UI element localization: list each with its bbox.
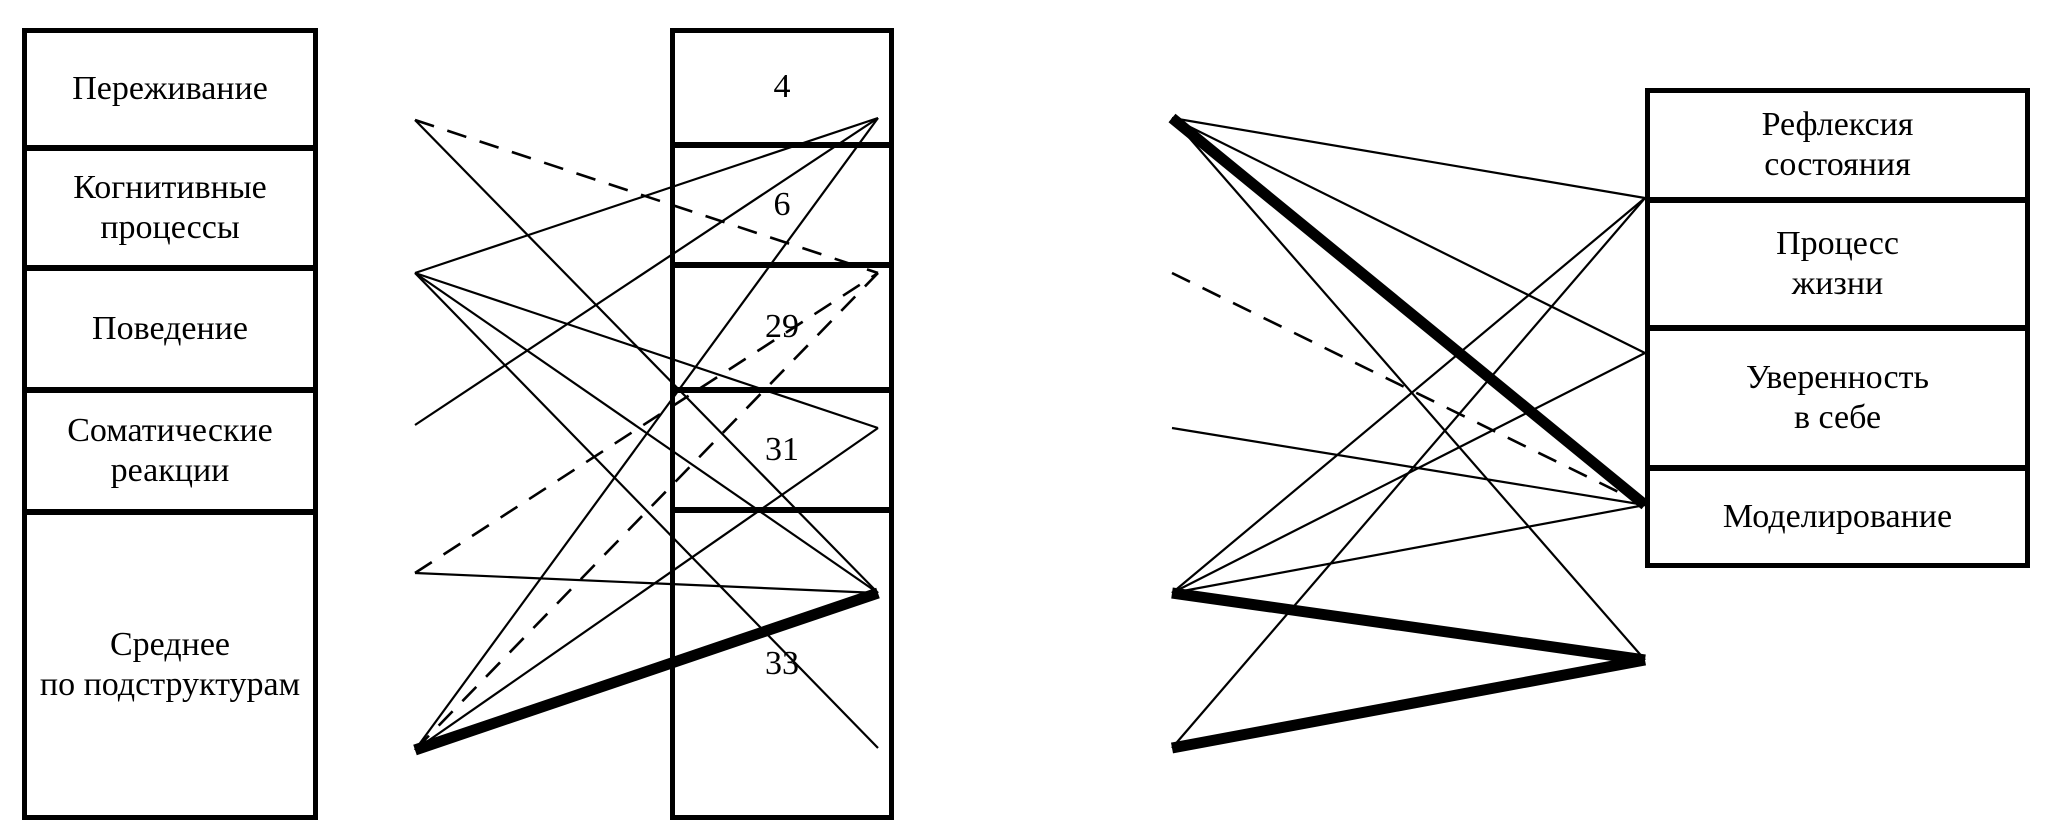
edge-31-uverennost	[1171, 503, 1646, 595]
node-refleksiya[interactable]: Рефлексия состояния	[1645, 88, 2030, 200]
node-somaticheskie[interactable]: Соматические реакции	[22, 390, 318, 512]
edge-4-process	[1171, 117, 1646, 354]
node-label: 6	[773, 185, 791, 223]
node-label: Когнитивные процессы	[73, 168, 267, 246]
node-uverennost[interactable]: Уверенность в себе	[1645, 328, 2030, 468]
edge-33-modelirovanie	[1170, 654, 1647, 754]
node-label: Уверенность в себе	[1746, 358, 1929, 436]
node-value-6[interactable]: 6	[670, 145, 894, 265]
node-label: Рефлексия состояния	[1761, 105, 1914, 183]
edge-4-refleksiya	[1171, 116, 1646, 200]
node-modelirovanie[interactable]: Моделирование	[1645, 468, 2030, 568]
node-label: Моделирование	[1722, 497, 1953, 535]
node-label: Среднее по подструктурам	[39, 625, 301, 703]
node-value-4[interactable]: 4	[670, 28, 894, 145]
edge-31-modelirovanie	[1171, 587, 1646, 666]
edge-33-refleksiya	[1171, 197, 1646, 749]
node-label: 33	[765, 644, 799, 682]
node-value-33[interactable]: 33	[670, 510, 894, 820]
node-process-zhizni[interactable]: Процесс жизни	[1645, 200, 2030, 328]
node-label: 29	[765, 308, 799, 346]
node-label: Процесс жизни	[1776, 224, 1899, 302]
node-povedenie[interactable]: Поведение	[22, 268, 318, 390]
node-label: 4	[773, 68, 791, 106]
edge-31-process	[1171, 352, 1646, 594]
node-kognitivnye[interactable]: Когнитивные процессы	[22, 148, 318, 268]
node-value-29[interactable]: 29	[670, 265, 894, 390]
node-label: Переживание	[72, 69, 268, 107]
node-value-31[interactable]: 31	[670, 390, 894, 510]
edge-29-uverennost	[1171, 426, 1646, 507]
edge-4-modelirovanie	[1171, 117, 1646, 661]
node-label: Поведение	[92, 309, 248, 347]
node-label: Соматические реакции	[67, 411, 273, 489]
node-perezhivanie[interactable]: Переживание	[22, 28, 318, 148]
edge-31-refleksiya	[1171, 197, 1646, 594]
node-label: 31	[765, 430, 799, 468]
edge-6-uverennost	[1171, 271, 1646, 507]
edge-4-uverennost	[1168, 113, 1649, 510]
node-srednee[interactable]: Среднее по подструктурам	[22, 512, 318, 820]
